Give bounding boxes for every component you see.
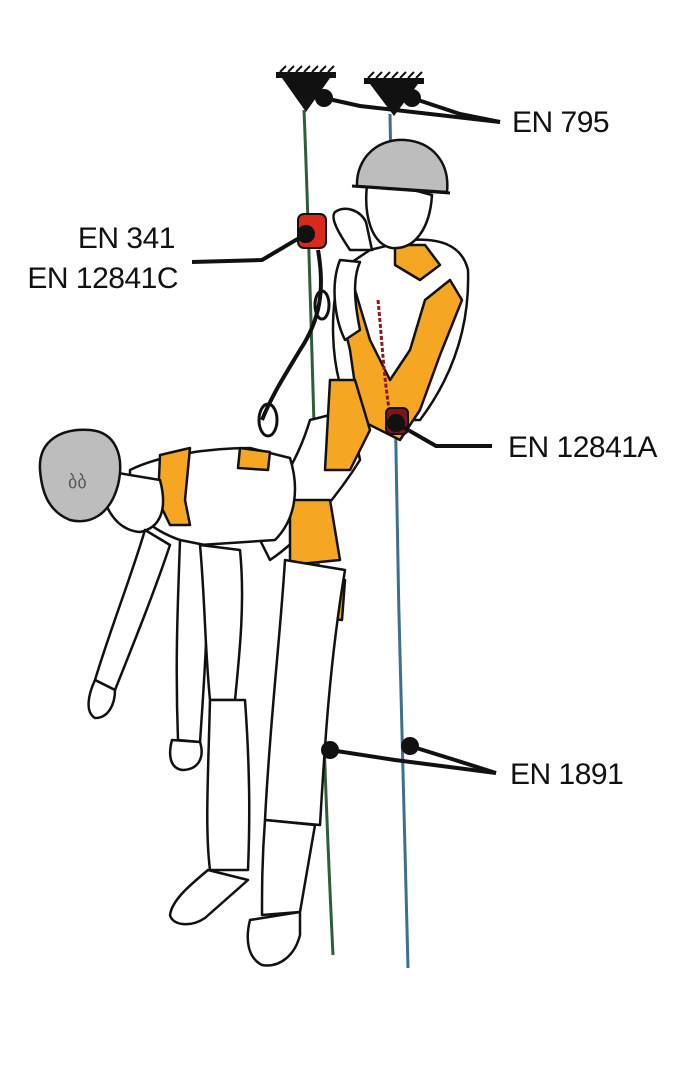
carabiner-sling bbox=[260, 249, 323, 421]
leader-dots bbox=[297, 89, 421, 759]
label-en-795: EN 795 bbox=[512, 106, 609, 139]
leader-lines bbox=[191, 96, 501, 775]
label-en-341: EN 341 bbox=[78, 222, 175, 255]
victim-helmet bbox=[38, 428, 122, 523]
victim-figure: ბბ bbox=[38, 428, 297, 926]
svg-text:ბბ: ბბ bbox=[68, 472, 87, 492]
label-en-1891: EN 1891 bbox=[510, 758, 623, 791]
anchor-left bbox=[276, 65, 336, 112]
carabiner-upper bbox=[313, 289, 331, 321]
label-en-12841c: EN 12841C bbox=[27, 262, 178, 295]
label-en-12841a: EN 12841A bbox=[508, 431, 657, 464]
rescuer-helmet bbox=[355, 138, 449, 194]
backup-lanyard bbox=[376, 299, 392, 416]
carabiner-lower bbox=[257, 402, 279, 438]
rescuer-figure bbox=[246, 138, 470, 967]
